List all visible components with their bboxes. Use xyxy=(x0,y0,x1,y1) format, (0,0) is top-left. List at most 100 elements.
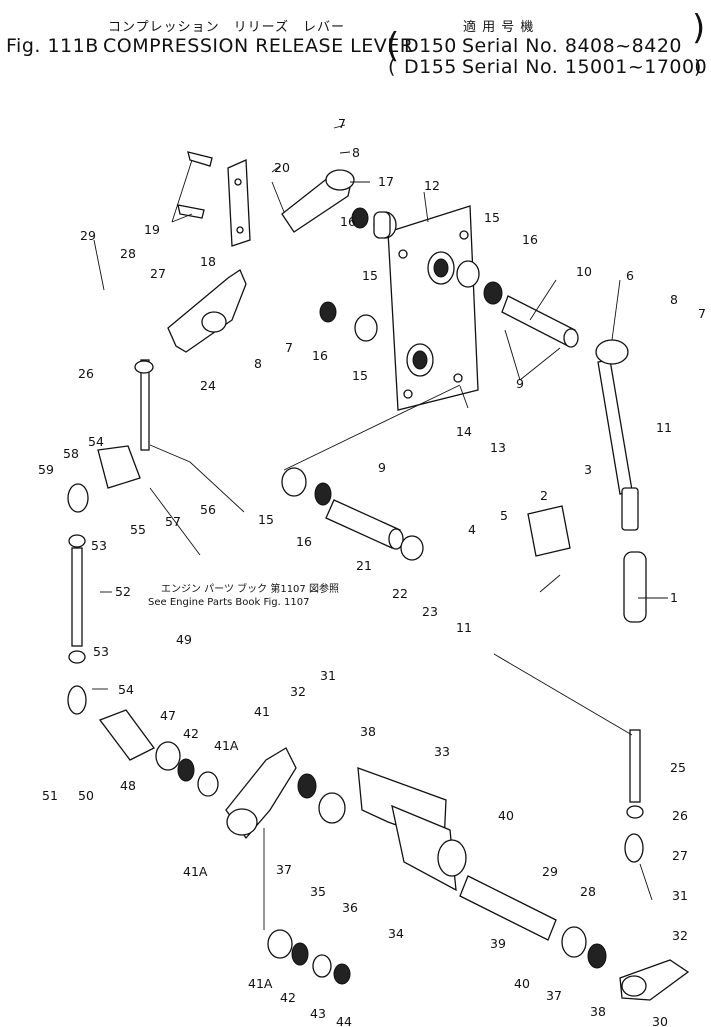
applicability-d155-close: ) xyxy=(694,56,702,78)
part-drawings xyxy=(67,151,690,1001)
washer-47 xyxy=(155,741,181,771)
reference-note-jp: エンジン パーツ ブック 第1107 図参照 xyxy=(161,582,339,595)
part-label-38b: 38 xyxy=(590,1004,606,1019)
open-paren: ( xyxy=(386,26,400,66)
shaft-39 xyxy=(459,875,557,941)
applicability-d155-serial: Serial No. 15001~17000 xyxy=(462,56,708,78)
part-label-7: 7 xyxy=(338,116,346,131)
part-label-28: 28 xyxy=(120,246,136,261)
part-label-18: 18 xyxy=(200,254,216,269)
part-label-36: 36 xyxy=(342,900,358,915)
close-paren: ) xyxy=(692,8,706,48)
part-label-8: 8 xyxy=(352,145,360,160)
part-label-27b: 27 xyxy=(672,848,688,863)
bracket-18 xyxy=(227,159,251,247)
part-label-1: 1 xyxy=(670,590,678,605)
bracket-2 xyxy=(527,505,571,557)
part-label-4: 4 xyxy=(468,522,476,537)
part-label-20: 20 xyxy=(274,160,290,175)
plate-hole xyxy=(398,249,408,259)
part-label-51: 51 xyxy=(42,788,58,803)
part-label-52: 52 xyxy=(115,584,131,599)
part-label-57: 57 xyxy=(165,514,181,529)
part-label-22: 22 xyxy=(392,586,408,601)
plate-hole xyxy=(403,389,413,399)
part-label-44: 43 xyxy=(310,1006,326,1021)
part-label-37: 37 xyxy=(276,862,292,877)
part-label-8b: 8 xyxy=(670,292,678,307)
rod-25 xyxy=(629,729,641,803)
part-label-31b: 31 xyxy=(672,888,688,903)
part-label-10: 10 xyxy=(576,264,592,279)
part-label-16d: 16 xyxy=(296,534,312,549)
part-label-16b: 16 xyxy=(522,232,538,247)
bearing-43 xyxy=(291,942,309,966)
bushing-37 xyxy=(561,926,587,958)
part-label-14: 14 xyxy=(456,424,472,439)
figure-number: Fig. 111B xyxy=(6,35,99,57)
lever-6-grip xyxy=(621,487,639,531)
lever-24 xyxy=(167,269,247,353)
part-label-58: 58 xyxy=(63,446,79,461)
part-label-2: 2 xyxy=(540,488,548,503)
rod-end-54 xyxy=(67,685,87,715)
part-label-53a: 53 xyxy=(91,538,107,553)
part-label-48: 48 xyxy=(120,778,136,793)
part-label-26b: 26 xyxy=(672,808,688,823)
part-label-34: 34 xyxy=(388,926,404,941)
reference-note-en: See Engine Parts Book Fig. 1107 xyxy=(148,597,309,608)
part-label-11b: 11 xyxy=(456,620,472,635)
part-label-32: 32 xyxy=(290,684,306,699)
nut-53 xyxy=(68,534,86,548)
bushing-37 xyxy=(318,792,346,824)
part-label-39: 39 xyxy=(490,936,506,951)
part-label-29: 29 xyxy=(80,228,96,243)
rod-26 xyxy=(140,359,150,451)
applicability-d150-serial: Serial No. 8408~8420 xyxy=(462,35,683,57)
part-label-9b: 9 xyxy=(378,460,386,475)
part-number-callouts: 7 8 17 12 20 19 18 29 28 27 16 15 15 16 … xyxy=(38,116,706,1027)
figure-title: COMPRESSION RELEASE LEVER xyxy=(103,35,414,57)
nut-26 xyxy=(134,360,154,374)
part-label-15c: 15 xyxy=(352,368,368,383)
nut-53 xyxy=(68,650,86,664)
part-label-56: 56 xyxy=(200,502,216,517)
part-label-27: 27 xyxy=(150,266,166,281)
part-label-13: 13 xyxy=(490,440,506,455)
bearing-38 xyxy=(587,943,607,969)
part-label-15a: 15 xyxy=(362,268,378,283)
bearing-43 xyxy=(177,758,195,782)
leader-lines xyxy=(92,124,668,930)
part-label-42: 41A xyxy=(214,738,239,753)
part-label-8c: 8 xyxy=(254,356,262,371)
part-label-33: 33 xyxy=(434,744,450,759)
bearing-16 xyxy=(483,281,503,305)
part-label-37b: 37 xyxy=(546,988,562,1003)
part-label-49: 49 xyxy=(176,632,192,647)
pin-19 xyxy=(187,151,213,167)
applicability-d150-model: D150 xyxy=(404,35,457,57)
knob-1 xyxy=(623,551,647,623)
part-label-15b: 15 xyxy=(484,210,500,225)
lever-48 xyxy=(98,709,155,761)
part-label-35: 35 xyxy=(310,884,326,899)
part-label-7b: 7 xyxy=(698,306,706,321)
bushing-42 xyxy=(197,771,219,797)
part-label-42b: 41A xyxy=(248,976,273,991)
applicability-d155-model: D155 xyxy=(404,56,457,78)
bushing-15 xyxy=(281,467,307,497)
bearing-16 xyxy=(314,482,332,506)
part-label-41: 41 xyxy=(254,704,270,719)
part-label-29b: 29 xyxy=(542,864,558,879)
part-label-38: 38 xyxy=(360,724,376,739)
part-label-16a: 16 xyxy=(340,214,356,229)
bearing-16 xyxy=(319,301,337,323)
washer-22 xyxy=(400,535,424,561)
part-label-40: 40 xyxy=(498,808,514,823)
bearing-38 xyxy=(297,773,317,799)
part-label-54: 54 xyxy=(88,434,104,449)
title-block: コンプレッション リリーズ レバー 適 用 号 機 Fig. 111B COMP… xyxy=(0,0,711,84)
part-label-5: 5 xyxy=(500,508,508,523)
japanese-title: コンプレッション リリーズ レバー xyxy=(108,20,345,35)
